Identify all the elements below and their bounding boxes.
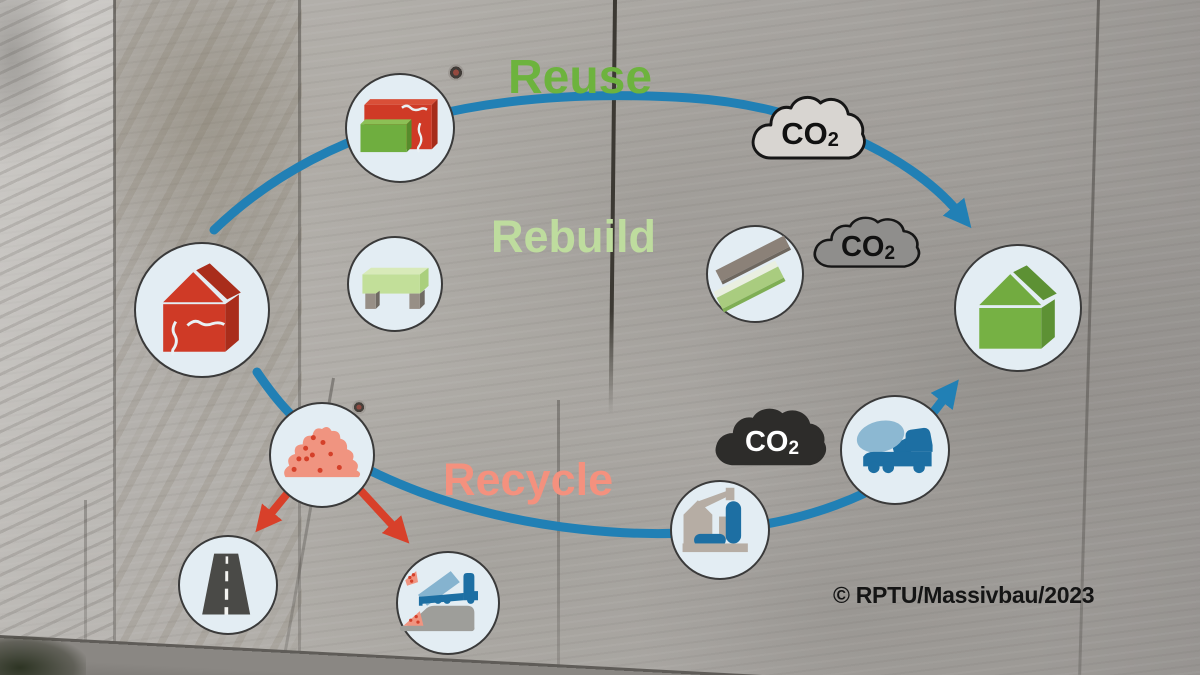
crusher-plant-icon (682, 487, 748, 553)
wall-joint (557, 400, 560, 675)
drill-hole (352, 400, 366, 416)
wall-joint (84, 500, 87, 675)
concrete-bench-icon (362, 267, 429, 309)
node-dump-truck-landfill (396, 551, 500, 655)
node-rubble-pile (269, 402, 375, 508)
rubble-pile-icon (284, 427, 361, 478)
node-concrete-mixer-truck (840, 395, 950, 505)
node-concrete-bench (347, 236, 443, 332)
dump-truck-landfill-icon (399, 571, 478, 632)
rubble-to-dump-arrow (357, 487, 410, 544)
cracked-house-icon (163, 263, 241, 356)
node-road (178, 535, 278, 635)
wall-joint (298, 0, 301, 675)
drill-hole (448, 64, 464, 83)
cloud-shape (813, 216, 921, 268)
reuse-cycle-arrow (209, 91, 972, 235)
node-new-green-house (954, 244, 1082, 372)
cloud-shape (715, 408, 827, 466)
new-green-house-icon (979, 265, 1057, 349)
concrete-mixer-truck-icon (856, 420, 933, 474)
reused-beam-icon (713, 235, 792, 313)
rebuild-label: Rebuild (491, 211, 656, 262)
vegetation (0, 636, 86, 675)
node-cracked-house (134, 242, 270, 378)
node-reused-beam (706, 225, 804, 323)
wall-joint (113, 0, 116, 675)
node-cracked-wall-panel (345, 73, 455, 183)
reuse-label: Reuse (508, 51, 653, 104)
cracked-wall-panel-icon (360, 99, 438, 153)
recycle-label: Recycle (443, 454, 614, 505)
wall-panel-left (0, 0, 114, 675)
cloud-shape (751, 95, 866, 160)
road-icon (202, 553, 251, 615)
copyright-credit: © RPTU/Massivbau/2023 (833, 582, 1095, 608)
node-crusher-plant (670, 480, 770, 580)
